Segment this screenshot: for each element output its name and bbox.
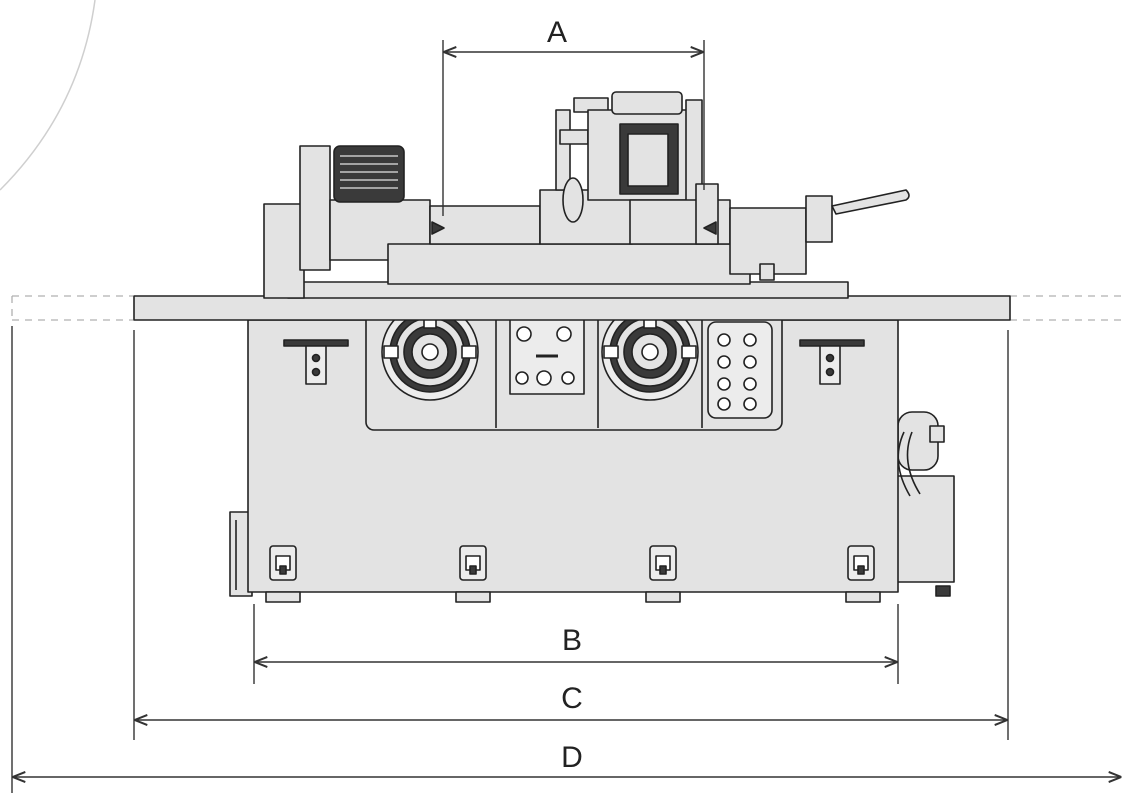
grinding-machine [133,91,1011,603]
tailstock [695,183,910,281]
work-table [133,295,1011,321]
button-panel [707,321,773,419]
leveling-pads [269,545,875,581]
coolant-unit [895,411,955,597]
side-brackets [283,339,865,385]
handwheel-right-icon [601,303,699,401]
decorative-arc [0,0,96,191]
dimension-label-c: C [561,682,583,715]
dimension-label-d: D [561,741,583,774]
dimension-label-b: B [562,624,582,657]
wheel-head [539,91,731,245]
dimension-label-a: A [547,16,567,49]
handwheel-left-icon [381,303,479,401]
machine-feet [265,591,881,603]
dimension-lines [11,40,1120,793]
dashed-reference-lines [11,295,1122,321]
